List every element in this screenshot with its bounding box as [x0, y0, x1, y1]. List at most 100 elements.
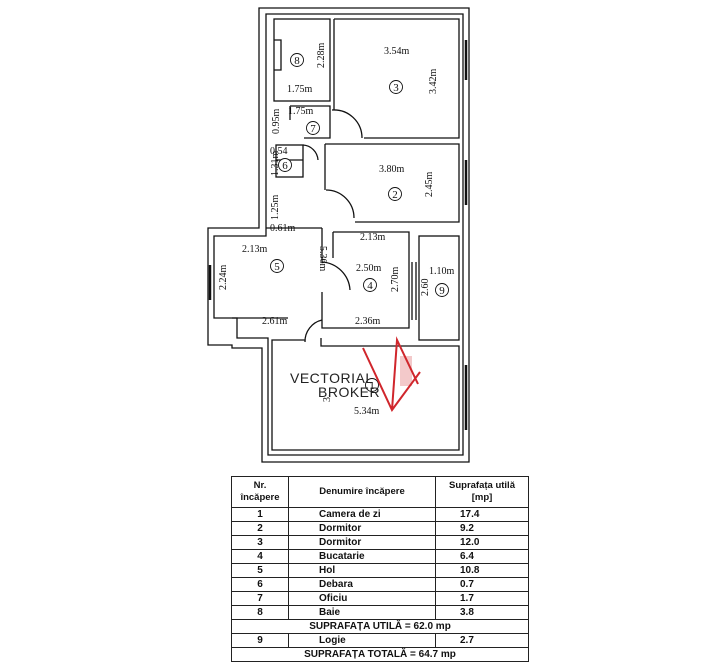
cell-area: 10.8 — [435, 563, 529, 578]
grand-total-label: SUPRAFAȚA TOTALĂ = — [304, 648, 416, 660]
room-label-1: 1 — [369, 380, 375, 392]
room-label-4: 4 — [367, 280, 373, 292]
room-label-5: 5 — [274, 261, 280, 273]
dim-r2-w: 3.80m — [379, 164, 405, 175]
room-3-outline — [333, 18, 460, 139]
useful-total-value: 62.0 — [413, 620, 434, 632]
room-9-outline — [418, 235, 460, 341]
room-marker-5 — [270, 259, 284, 273]
header-name: Denumire încăpere — [288, 476, 436, 508]
cell-nr: 4 — [231, 549, 289, 564]
dim-hall-a: 1.25m — [270, 195, 281, 221]
dim-r9-w: 1.10m — [429, 266, 455, 277]
cell-nr: 7 — [231, 591, 289, 606]
door-swing-2 — [325, 189, 355, 219]
outer-wall — [207, 7, 470, 463]
dim-r7-w: 1.75m — [288, 106, 314, 117]
cell-nr: 2 — [231, 521, 289, 536]
dim-r2-h: 2.45m — [424, 172, 435, 198]
dim-r3-w: 3.54m — [384, 46, 410, 57]
room-label-3: 3 — [393, 82, 399, 94]
dim-hall-b: 0.61m — [270, 223, 296, 234]
useful-total-unit: mp — [435, 620, 451, 632]
watermark-building-icon — [362, 336, 421, 412]
cell-name: Hol — [288, 563, 436, 578]
cell-name: Dormitor — [288, 521, 436, 536]
cell-nr: 8 — [231, 605, 289, 620]
useful-total-cell: SUPRAFAȚA UTILĂ = 62.0 mp — [231, 619, 529, 634]
room-2-outline — [324, 143, 460, 223]
dim-r9-h: 2.60 — [420, 279, 431, 297]
room-label-7: 7 — [310, 123, 316, 135]
cell-name: Dormitor — [288, 535, 436, 550]
header-nr: Nr. încăpere — [231, 476, 289, 508]
cell-area: 3.8 — [435, 605, 529, 620]
cell-area: 2.7 — [435, 633, 529, 648]
table-header-row: Nr. încăpere Denumire încăpere Suprafața… — [231, 476, 529, 508]
cell-area: 1.7 — [435, 591, 529, 606]
room-1-outline — [271, 338, 460, 451]
dim-r7-h: 0.95m — [271, 109, 282, 135]
cell-nr: 9 — [231, 633, 289, 648]
room-8-outline — [273, 18, 331, 102]
room-4-outline — [321, 231, 410, 329]
dim-r8-h: 2.28m — [316, 43, 327, 69]
cell-nr: 6 — [231, 577, 289, 592]
cell-area: 17.4 — [435, 507, 529, 522]
door-swing-6 — [302, 144, 319, 161]
dim-r4-w: 2.50m — [356, 263, 382, 274]
room-label-8: 8 — [294, 55, 300, 67]
dim-r5-bottom: 2.61m — [262, 316, 288, 327]
cell-name: Camera de zi — [288, 507, 436, 522]
grand-total-unit: mp — [440, 648, 456, 660]
room-marker-7 — [306, 121, 320, 135]
dim-r8-w: 1.75m — [287, 84, 313, 95]
room-marker-2 — [388, 187, 402, 201]
cell-area: 9.2 — [435, 521, 529, 536]
cell-area: 12.0 — [435, 535, 529, 550]
door-swing-7 — [331, 109, 363, 139]
room-label-2: 2 — [392, 189, 398, 201]
watermark-line2: BROKER — [318, 384, 380, 400]
dim-r1-w: 5.34m — [354, 406, 380, 417]
watermark-logo: VECTORIAL BROKER — [290, 336, 421, 412]
watermark-line1: VECTORIAL — [290, 370, 374, 386]
cell-name: Baie — [288, 605, 436, 620]
cell-name: Debara — [288, 577, 436, 592]
room-8-notch — [274, 39, 282, 71]
room-label-6: 6 — [282, 160, 288, 172]
outer-wall-inner — [213, 13, 464, 456]
room-marker-8 — [290, 53, 304, 67]
dim-r4-h: 2.70m — [390, 267, 401, 293]
door-swing-1 — [304, 319, 323, 343]
dim-r5-w: 2.13m — [242, 244, 268, 255]
room-label-9: 9 — [439, 285, 445, 297]
cell-nr: 3 — [231, 535, 289, 550]
room-7-outline — [289, 105, 331, 139]
grand-total-cell: SUPRAFAȚA TOTALĂ = 64.7 mp — [231, 647, 529, 662]
dim-r5-h: 2.24m — [218, 265, 229, 291]
useful-total-label: SUPRAFAȚA UTILĂ = — [309, 620, 411, 632]
cell-name: Oficiu — [288, 591, 436, 606]
dim-r4-bottom: 2.36m — [355, 316, 381, 327]
cell-nr: 5 — [231, 563, 289, 578]
dim-r6-w: 0.54 — [270, 146, 288, 157]
cell-name: Bucatarie — [288, 549, 436, 564]
door-swing-4 — [321, 261, 351, 291]
room-marker-9 — [435, 283, 449, 297]
dim-r6-h: 1.31m — [270, 151, 281, 177]
useful-total-row: SUPRAFAȚA UTILĂ = 62.0 mp — [231, 619, 529, 634]
header-area: Suprafața utilă [mp] — [435, 476, 529, 508]
cell-area: 0.7 — [435, 577, 529, 592]
room-marker-3 — [389, 80, 403, 94]
room-marker-6 — [278, 158, 292, 172]
